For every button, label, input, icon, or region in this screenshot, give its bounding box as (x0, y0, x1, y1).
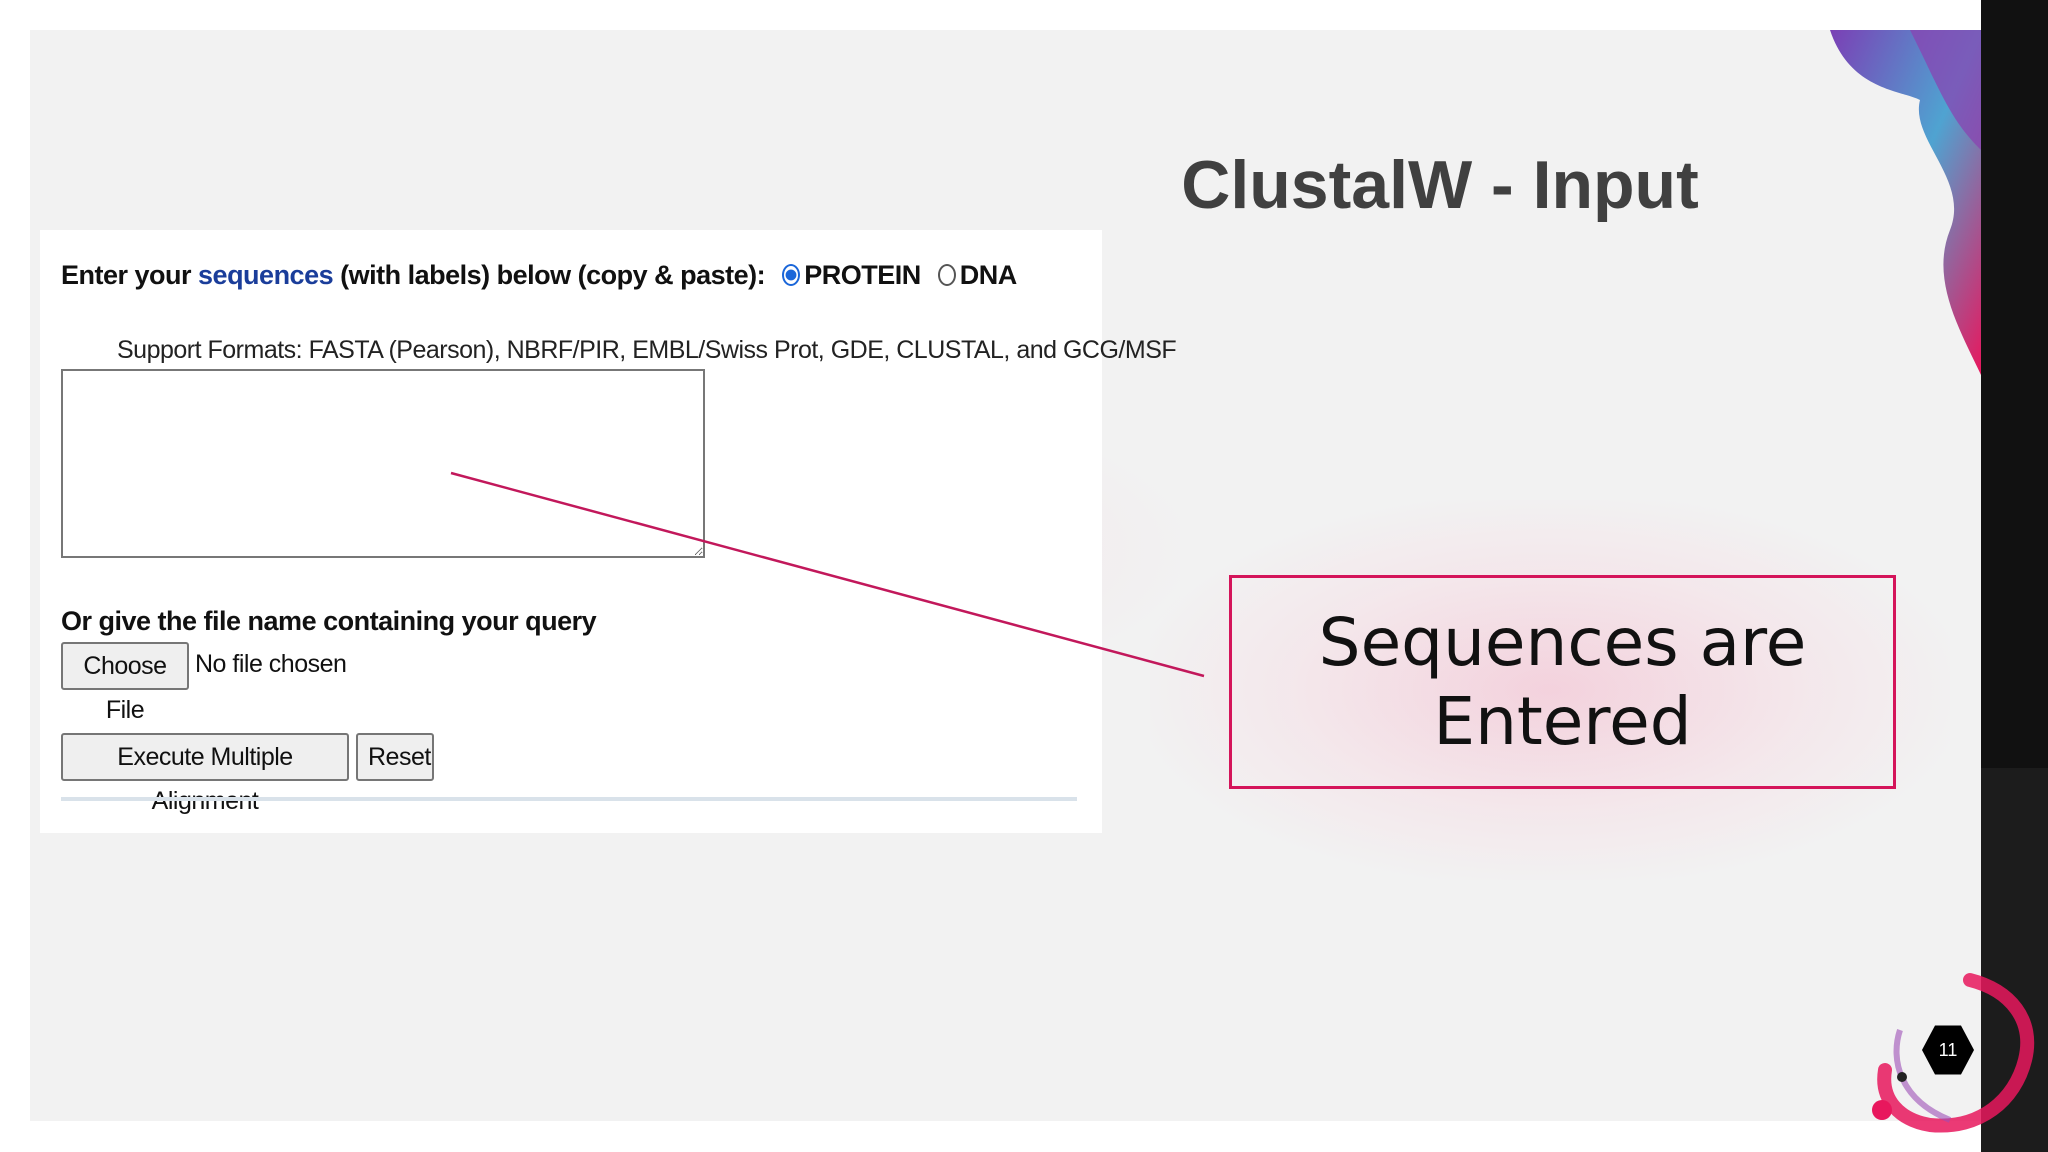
sequences-entered-callout: Sequences are Entered (1229, 575, 1896, 789)
support-formats-text: Support Formats: FASTA (Pearson), NBRF/P… (117, 336, 1177, 364)
pink-glow (1150, 500, 1950, 880)
enter-prefix: Enter your (61, 260, 199, 290)
callout-line-2: Entered (1433, 683, 1692, 760)
slide-title: ClustalW - Input (1181, 146, 1699, 223)
protein-radio[interactable] (782, 264, 801, 286)
enter-suffix: (with labels) below (copy & paste): (333, 260, 766, 290)
enter-sequences-line: Enter your sequences (with labels) below… (61, 260, 1017, 291)
clustalw-form-panel: Enter your sequences (with labels) below… (40, 230, 1177, 833)
choose-file-button[interactable]: Choose File (61, 642, 189, 724)
file-query-label: Or give the file name containing your qu… (61, 606, 597, 636)
dna-radio-label[interactable]: DNA (959, 260, 1018, 290)
execute-alignment-button[interactable]: Execute Multiple Alignment (61, 733, 349, 815)
protein-radio-label[interactable]: PROTEIN (804, 260, 921, 290)
reset-button[interactable]: Reset (356, 733, 434, 781)
form-divider (61, 797, 1077, 801)
no-file-chosen-text: No file chosen (195, 650, 347, 678)
sequences-textarea[interactable] (61, 369, 705, 558)
sequences-link[interactable]: sequences (198, 260, 334, 290)
decorative-swirl-top (1830, 30, 1981, 375)
dna-radio[interactable] (937, 264, 956, 286)
decorative-swirl-bottom (1872, 973, 2035, 1133)
callout-line-1: Sequences are (1318, 603, 1807, 681)
